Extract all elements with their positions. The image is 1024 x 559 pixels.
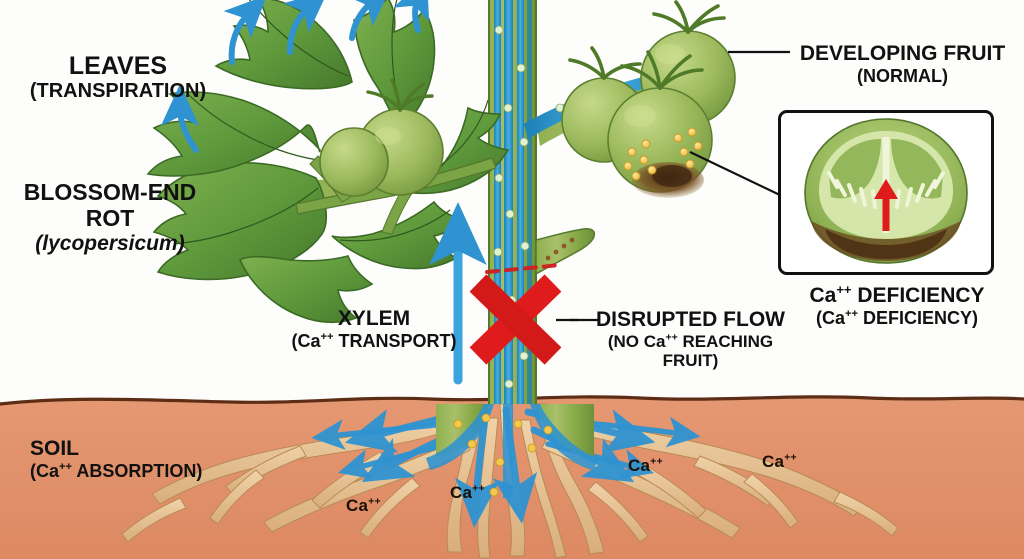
soil-calcium-ion: Ca++ <box>762 451 797 471</box>
xylem-root-flow <box>426 404 598 498</box>
soil-calcium-ion: Ca++ <box>450 482 485 502</box>
necrosis-arrow <box>874 179 898 231</box>
label-xylem-title: XYLEM <box>337 307 411 330</box>
transpiration-arrows <box>160 0 430 153</box>
label-developing-fruit: DEVELOPING FRUIT (NORMAL) <box>790 42 1015 86</box>
label-disrupted-sub: (NO Ca++ REACHING FRUIT) <box>607 330 774 370</box>
tomato-cluster-right <box>561 0 736 198</box>
label-leaves-sub: (TRANSPIRATION) <box>29 80 207 102</box>
label-soil: SOIL (Ca++ ABSORPTION) <box>30 437 260 481</box>
leader-lines <box>556 50 790 322</box>
label-ber-species: (lycopersicum) <box>35 231 185 255</box>
broken-stem-stub <box>535 227 596 276</box>
tomato-cluster-left <box>319 78 444 197</box>
tomato-with-rot <box>607 87 713 198</box>
label-ber-line2: ROT <box>85 204 135 231</box>
cross-section-illustration <box>804 118 968 264</box>
label-developing-fruit-title: DEVELOPING FRUIT <box>799 42 1006 65</box>
red-x-mark <box>469 274 562 365</box>
calcium-particles-root <box>453 413 553 497</box>
label-disrupted-title: DISRUPTED FLOW <box>596 308 785 331</box>
soil-calcium-ion: Ca++ <box>628 455 663 475</box>
label-ca-deficiency-title: Ca++ DEFICIENCY <box>809 282 985 307</box>
label-soil-sub: (Ca++ ABSORPTION) <box>30 460 203 481</box>
label-disrupted-flow: DISRUPTED FLOW (NO Ca++ REACHING FRUIT) <box>578 308 803 370</box>
label-blossom-end-rot: BLOSSOM-END ROT (lycopersicum) <box>10 179 210 255</box>
leader-inset <box>689 151 783 197</box>
calcium-dots-fruit <box>623 127 703 181</box>
label-xylem: XYLEM (Ca++ TRANSPORT) <box>284 307 464 351</box>
label-developing-fruit-sub: (NORMAL) <box>857 65 948 86</box>
soil-calcium-ion: Ca++ <box>346 495 381 515</box>
stem-break-line <box>485 263 562 274</box>
label-leaves: LEAVES (TRANSPIRATION) <box>18 52 218 102</box>
leaf-cluster <box>146 0 510 324</box>
label-xylem-sub: (Ca++ TRANSPORT) <box>291 330 457 351</box>
fruit-cross-section-inset <box>778 110 994 275</box>
label-soil-title: SOIL <box>30 437 80 460</box>
label-leaves-title: LEAVES <box>68 52 168 80</box>
label-ber-line1: BLOSSOM-END <box>23 179 197 205</box>
label-ca-deficiency-sub: (Ca++ DEFICIENCY) <box>815 307 979 328</box>
label-ca-deficiency: Ca++ DEFICIENCY (Ca++ DEFICIENCY) <box>786 282 1008 328</box>
